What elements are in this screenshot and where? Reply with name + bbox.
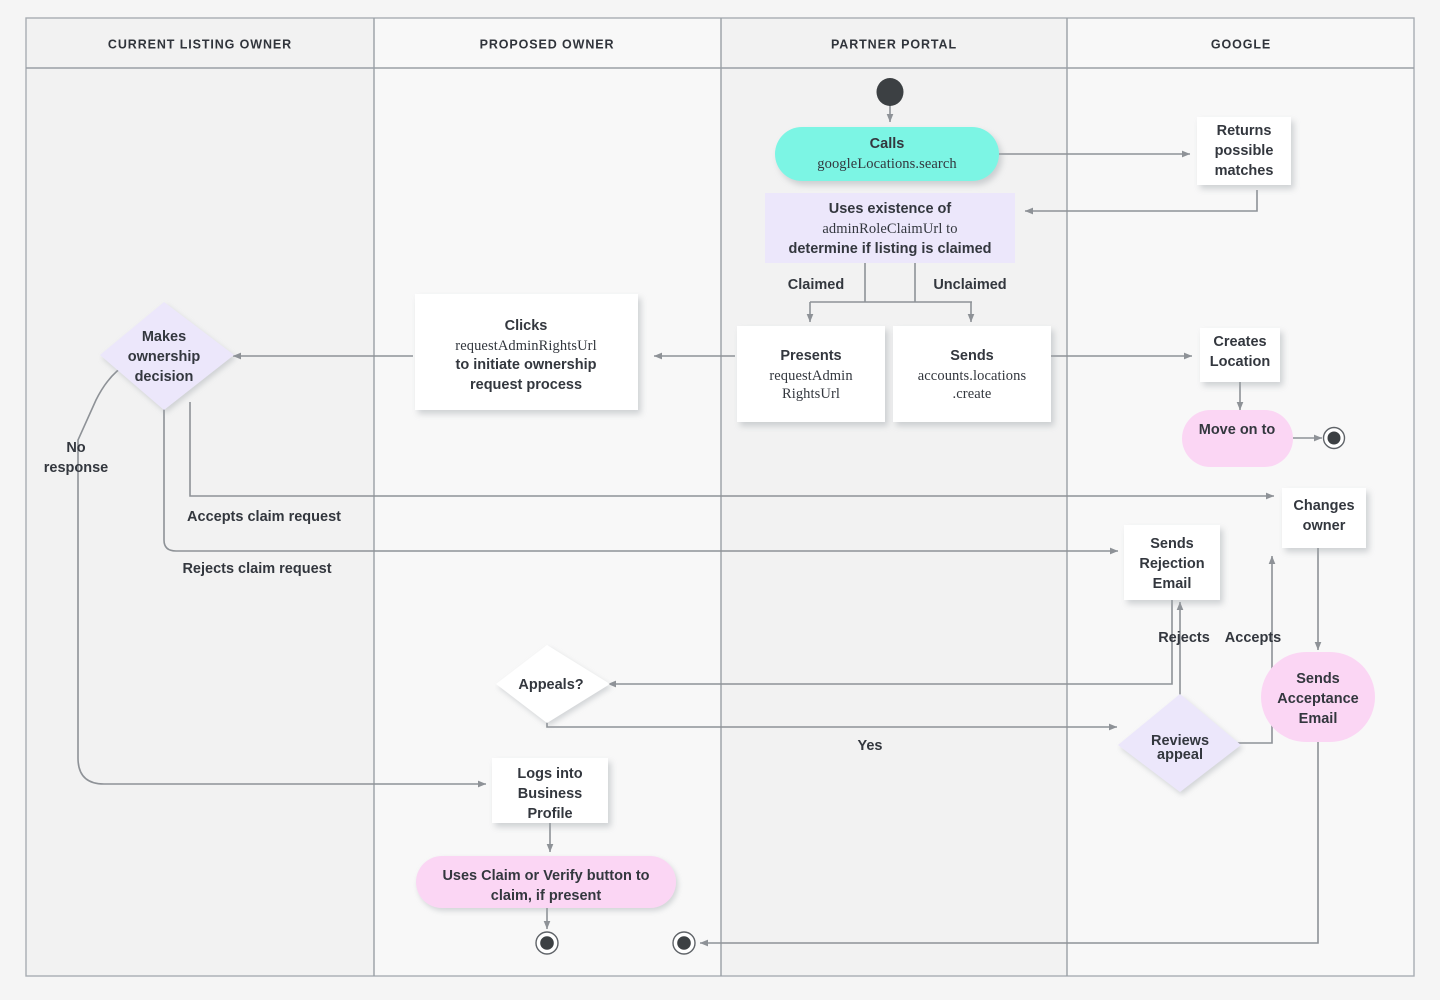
- edge-label-yes: Yes: [858, 738, 883, 754]
- node-creates-location-line-2: Location: [1210, 354, 1270, 370]
- node-reviews-appeal-line-2: appeal: [1157, 747, 1203, 763]
- node-reviews-appeal[interactable]: Reviews appeal: [1118, 694, 1241, 792]
- node-makes-ownership-decision[interactable]: Makes ownership decision: [100, 302, 234, 410]
- node-start[interactable]: [876, 78, 904, 106]
- lane-header-current-listing-owner: CURRENT LISTING OWNER: [108, 37, 292, 51]
- edge-label-no-response-line2: response: [44, 460, 108, 476]
- node-returns-line-2: possible: [1215, 143, 1274, 159]
- node-uses-claim-line-2: claim, if present: [491, 888, 602, 904]
- node-changes-owner-line-1: Changes: [1293, 498, 1354, 514]
- node-sends-rejection-line-3: Email: [1153, 576, 1192, 592]
- edge-rejects-claim-request: [163, 396, 1119, 555]
- node-presents-line-3: RightsUrl: [782, 386, 840, 402]
- node-end-proposed-owner[interactable]: [535, 931, 559, 955]
- edge-labels: Claimed Unclaimed No response Accepts cl…: [44, 277, 1281, 754]
- lane-header-proposed-owner: PROPOSED OWNER: [480, 37, 615, 51]
- node-makes-decision-line-3: decision: [135, 369, 194, 385]
- node-sends-rejection-line-1: Sends: [1150, 536, 1194, 552]
- node-uses-claim-or-verify-button[interactable]: Uses Claim or Verify button to claim, if…: [416, 856, 676, 908]
- node-appeals-decision[interactable]: Appeals?: [496, 645, 610, 723]
- node-changes-owner[interactable]: Changes owner: [1282, 488, 1366, 548]
- node-logs-into-business-profile[interactable]: Logs into Business Profile: [492, 758, 608, 823]
- node-returns-line-1: Returns: [1217, 123, 1272, 139]
- node-uses-existence-line-2: adminRoleClaimUrl to: [822, 221, 957, 237]
- node-end-partner-portal[interactable]: [672, 931, 696, 955]
- swimlane-backgrounds: [26, 68, 1414, 976]
- node-clicks-request-admin-rights-url[interactable]: Clicks requestAdminRightsUrl to initiate…: [415, 294, 638, 410]
- node-returns-possible-matches[interactable]: Returns possible matches: [1197, 117, 1291, 185]
- edge-rejection-to-appeals: [607, 600, 1173, 688]
- node-creates-location[interactable]: Creates Location: [1200, 328, 1280, 382]
- node-calls-google-locations-search[interactable]: Calls googleLocations.search: [775, 127, 999, 181]
- edge-label-unclaimed: Unclaimed: [933, 277, 1006, 293]
- node-presents-request-admin-rights-url[interactable]: Presents requestAdmin RightsUrl: [737, 326, 885, 422]
- node-uses-existence-line-1: Uses existence of: [829, 201, 952, 217]
- edge-accepts-claim-request: [189, 402, 1275, 500]
- edge-label-rejects-claim-request: Rejects claim request: [182, 561, 331, 577]
- node-sends-create-line-2: accounts.locations: [918, 368, 1027, 384]
- node-returns-line-3: matches: [1215, 163, 1274, 179]
- swimlane-grid: [25, 17, 1415, 977]
- lane-header-google: GOOGLE: [1211, 37, 1271, 51]
- node-sends-accounts-locations-create[interactable]: Sends accounts.locations .create: [893, 326, 1051, 422]
- edge-label-no-response-line1: No: [66, 440, 85, 456]
- edge-acceptance-to-end: [699, 740, 1319, 947]
- swimlane-headers: CURRENT LISTING OWNER PROPOSED OWNER PAR…: [26, 18, 1414, 68]
- edge-label-claimed: Claimed: [788, 277, 844, 293]
- edge-label-rejects: Rejects: [1158, 630, 1210, 646]
- node-end-google[interactable]: [1322, 426, 1346, 450]
- node-clicks-line-3: to initiate ownership: [456, 357, 597, 373]
- edge-label-accepts: Accepts: [1225, 630, 1281, 646]
- edge-reviews-accepts: [1235, 555, 1276, 744]
- node-uses-claim-line-1: Uses Claim or Verify button to: [442, 868, 649, 884]
- lane-header-partner-portal: PARTNER PORTAL: [831, 37, 957, 51]
- node-move-on-to[interactable]: Move on to: [1182, 410, 1293, 467]
- node-sends-create-line-3: .create: [953, 386, 992, 402]
- node-logs-into-line-3: Profile: [527, 806, 572, 822]
- node-creates-location-line-1: Creates: [1213, 334, 1266, 350]
- node-move-on-to-label: Move on to: [1199, 422, 1276, 438]
- node-sends-acceptance-line-2: Acceptance: [1277, 691, 1358, 707]
- node-logs-into-line-2: Business: [518, 786, 582, 802]
- node-presents-line-1: Presents: [780, 348, 841, 364]
- edge-returns-to-uses: [1024, 190, 1258, 215]
- node-uses-existence-admin-role-claim-url[interactable]: Uses existence of adminRoleClaimUrl to d…: [765, 193, 1015, 263]
- node-sends-acceptance-email[interactable]: Sends Acceptance Email: [1261, 652, 1375, 742]
- node-clicks-line-1: Clicks: [505, 318, 548, 334]
- node-reviews-appeal-line-1: Reviews: [1151, 733, 1209, 749]
- node-sends-create-line-1: Sends: [950, 348, 994, 364]
- node-clicks-line-2: requestAdminRightsUrl: [455, 338, 596, 354]
- node-changes-owner-line-2: owner: [1303, 518, 1346, 534]
- node-sends-acceptance-line-1: Sends: [1296, 671, 1340, 687]
- node-clicks-line-4: request process: [470, 377, 582, 393]
- node-sends-acceptance-line-3: Email: [1299, 711, 1338, 727]
- node-makes-decision-line-1: Makes: [142, 329, 186, 345]
- node-sends-rejection-email[interactable]: Sends Rejection Email: [1124, 525, 1220, 600]
- node-uses-existence-line-3: determine if listing is claimed: [788, 241, 991, 257]
- node-appeals-label: Appeals?: [518, 677, 583, 693]
- node-logs-into-line-1: Logs into: [517, 766, 582, 782]
- node-sends-rejection-line-2: Rejection: [1139, 556, 1204, 572]
- node-makes-decision-line-2: ownership: [128, 349, 201, 365]
- node-calls-line-1: Calls: [870, 136, 905, 152]
- edge-label-accepts-claim-request: Accepts claim request: [187, 509, 341, 525]
- node-presents-line-2: requestAdmin: [769, 368, 853, 384]
- node-calls-line-2: googleLocations.search: [817, 156, 957, 172]
